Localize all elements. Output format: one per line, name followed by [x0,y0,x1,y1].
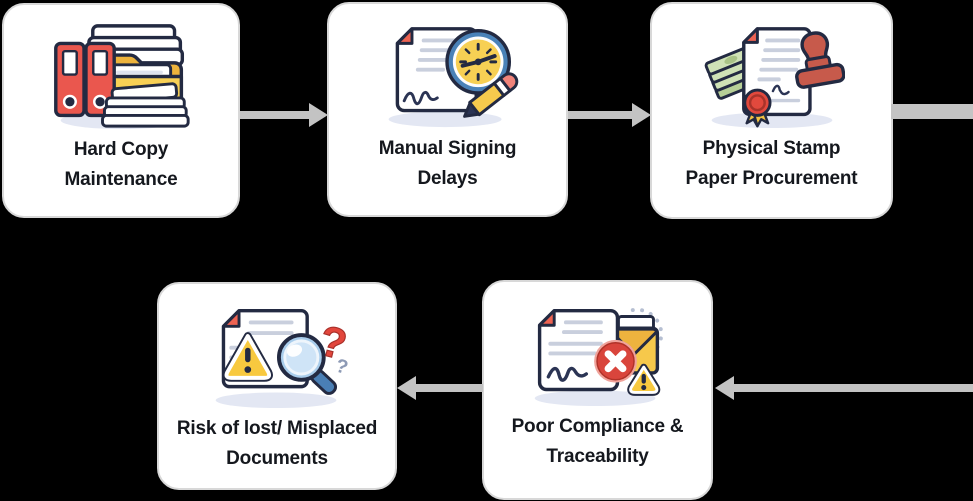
card-label-line1: Physical Stamp [702,138,841,159]
dotted-arc [630,307,663,359]
connector-4-line [732,384,973,392]
connector-1-line [240,111,311,119]
card-label-line1: Hard Copy [73,139,169,160]
money-document-stamp-seal-icon [704,27,845,129]
card-label-line2: Documents [226,448,328,469]
card-hard-copy-maintenance: Hard Copy Maintenance [2,3,240,218]
connector-2-arrow-right-icon [632,103,651,127]
document-clock-pencil-icon [388,27,518,128]
card-label-line1: Risk of lost/ Misplaced [176,418,378,439]
ribbon-seal [742,88,772,128]
warning-triangle-icon [222,332,273,382]
connector-5-line [414,384,483,392]
connector-3-edge-bar [891,104,973,119]
card-label-line2: Traceability [546,446,649,467]
connector-4-arrow-left-icon [715,376,734,400]
connector-5-arrow-left-icon [397,376,416,400]
card-label: Hard Copy Maintenance [4,135,238,195]
card-label-line2: Delays [417,168,478,189]
connector-1-arrow-right-icon [309,103,328,127]
card-physical-stamp-paper-procurement: Physical Stamp Paper Procurement [650,2,893,219]
card-label: Poor Compliance & Traceability [484,412,711,472]
card-label: Risk of lost/ Misplaced Documents [159,414,395,474]
clock [444,29,511,95]
error-badge-icon [593,339,637,383]
document-error-envelope-warning-icon [534,307,663,407]
card-manual-signing-delays: Manual Signing Delays [327,2,568,217]
document-warning-magnifier-question-icon: ? ? [215,309,350,409]
card-label: Manual Signing Delays [329,134,566,194]
pencil [462,72,518,118]
magnifier-icon [277,333,338,395]
warning-triangle-small-icon [626,363,660,396]
card-label-line2: Paper Procurement [685,168,858,189]
card-risk-of-lost-misplaced-documents: ? ? Risk of lost/ Misplaced Documents [157,282,397,490]
card-poor-compliance-traceability: Poor Compliance & Traceability [482,280,713,500]
binders-folder-documents-icon [54,24,190,130]
connector-2-line [568,111,634,119]
paper-stack-bottom [101,82,190,128]
rubber-stamp [794,31,845,89]
card-label-line2: Maintenance [64,169,178,190]
card-label: Physical Stamp Paper Procurement [652,134,891,194]
svg-text:?: ? [333,355,350,379]
card-label-line1: Poor Compliance & [511,416,684,437]
card-label-line1: Manual Signing [378,138,517,159]
